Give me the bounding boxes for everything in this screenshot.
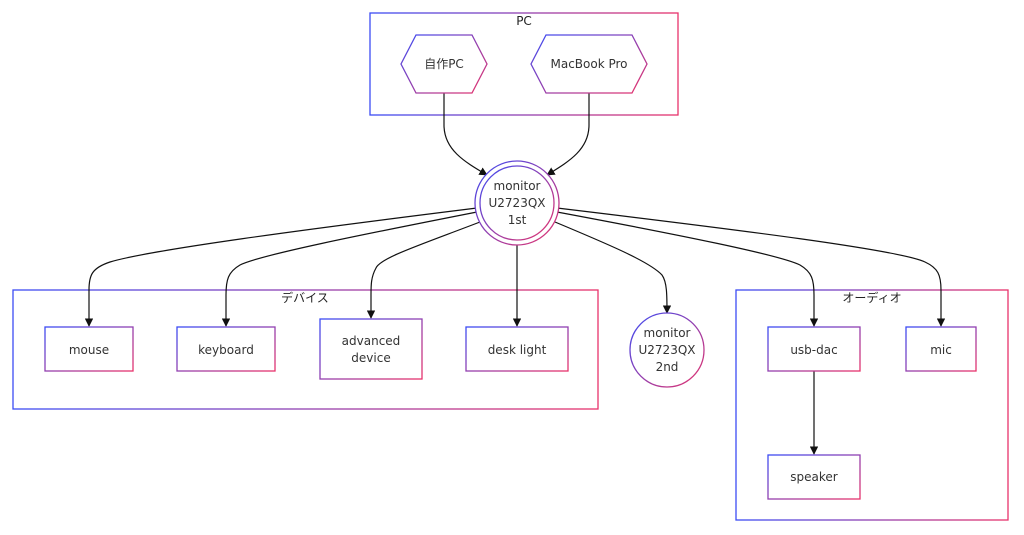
node-keyboard-label: keyboard xyxy=(198,343,254,357)
node-mouse-label: mouse xyxy=(69,343,109,357)
node-custom-pc-label: 自作PC xyxy=(424,57,464,71)
node-desk-light-label: desk light xyxy=(488,343,547,357)
node-usb-dac[interactable]: usb-dac xyxy=(767,326,861,372)
node-speaker-label: speaker xyxy=(790,470,838,484)
node-monitor-1st-line-3: 1st xyxy=(508,213,527,227)
node-monitor-2nd-line-3: 2nd xyxy=(656,360,679,374)
edge-macbook-monitor-1st xyxy=(546,93,590,176)
node-mouse[interactable]: mouse xyxy=(44,326,134,372)
node-monitor-2nd-line-2: U2723QX xyxy=(639,343,696,357)
group-devices-title: デバイス xyxy=(281,290,329,305)
edge-monitor-1st-monitor-2nd xyxy=(554,221,672,314)
node-custom-pc[interactable]: 自作PC xyxy=(400,34,488,94)
node-advanced-device[interactable]: advanced device xyxy=(319,318,423,380)
edge-custom-pc-monitor-1st xyxy=(443,93,488,176)
group-pc-title: PC xyxy=(516,14,532,28)
group-pc: PC xyxy=(369,12,679,116)
group-devices: デバイス xyxy=(12,289,599,410)
edge-monitor-1st-usb-dac xyxy=(556,211,819,327)
edge-monitor-1st-keyboard xyxy=(221,211,478,327)
node-macbook-pro[interactable]: MacBook Pro xyxy=(530,34,648,94)
node-advanced-device-line-2: device xyxy=(351,351,390,365)
group-audio: オーディオ xyxy=(735,289,1009,521)
node-usb-dac-label: usb-dac xyxy=(790,343,837,357)
edge-monitor-1st-mouse xyxy=(84,207,478,327)
node-monitor-2nd[interactable]: monitor U2723QX 2nd xyxy=(629,312,705,388)
node-monitor-1st-line-2: U2723QX xyxy=(489,196,546,210)
group-audio-title: オーディオ xyxy=(842,290,901,305)
node-advanced-device-line-1: advanced xyxy=(342,334,401,348)
node-desk-light[interactable]: desk light xyxy=(465,326,569,372)
node-speaker[interactable]: speaker xyxy=(767,454,861,500)
node-monitor-1st-line-1: monitor xyxy=(494,179,541,193)
node-mic-label: mic xyxy=(930,343,952,357)
edge-monitor-1st-advanced-device xyxy=(366,221,481,319)
edges xyxy=(84,93,946,455)
node-monitor-1st[interactable]: monitor U2723QX 1st xyxy=(474,160,560,246)
node-macbook-pro-label: MacBook Pro xyxy=(550,57,627,71)
node-monitor-2nd-line-1: monitor xyxy=(644,326,691,340)
edge-monitor-1st-mic xyxy=(556,207,946,327)
node-mic[interactable]: mic xyxy=(905,326,977,372)
node-keyboard[interactable]: keyboard xyxy=(176,326,276,372)
